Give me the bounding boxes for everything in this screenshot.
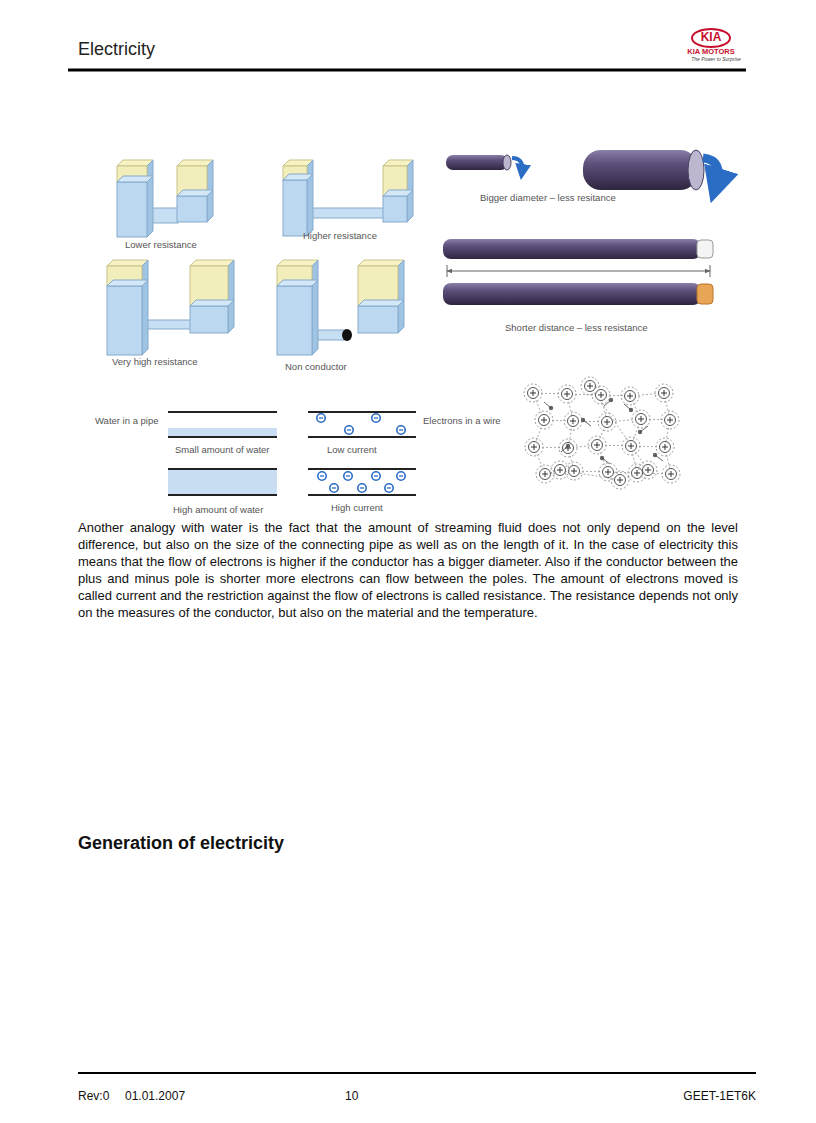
section-heading: Generation of electricity: [78, 833, 284, 854]
figure-label: Non conductor: [285, 362, 347, 373]
figure-label: High current: [331, 503, 383, 514]
figure-label: Lower resistance: [125, 240, 197, 251]
electrons: [317, 414, 405, 492]
body-paragraph: Another analogy with water is the fact t…: [78, 519, 738, 621]
footer-rule: [78, 1072, 756, 1074]
water-tanks: [107, 160, 413, 355]
footer-text: Rev:0: [78, 1090, 109, 1104]
logo-text: KIA MOTORS: [687, 48, 735, 57]
long-wires: [443, 239, 713, 305]
water-pipe-full: [168, 469, 277, 495]
tank: [107, 260, 148, 355]
footer-text: 01.01.2007: [125, 1090, 185, 1104]
electron-wire-high: [308, 469, 416, 495]
tank: [177, 160, 213, 222]
footer-text: 10: [345, 1090, 358, 1104]
tank: [190, 260, 234, 333]
logo-text: The Power to Surprise: [691, 57, 741, 63]
footer-text: GEET-1ET6K: [683, 1090, 756, 1104]
figure-label: Shorter distance – less resistance: [505, 323, 648, 334]
thin-wire: [446, 155, 522, 172]
figure-label: Low current: [327, 445, 377, 456]
figure-label: Small amount of water: [175, 445, 270, 456]
pipe-plug: [342, 329, 352, 341]
figure-label: Electrons in a wire: [423, 416, 501, 427]
electron-wire-low: [308, 412, 416, 437]
tank: [383, 160, 413, 222]
logo-oval: [692, 29, 730, 47]
metal-lattice: [524, 377, 680, 489]
thick-wire: [583, 150, 718, 190]
tank: [283, 160, 313, 236]
logo-text: KIA: [701, 31, 722, 45]
figure-label: Water in a pipe: [95, 416, 159, 427]
water-pipe-small: [168, 412, 277, 437]
header-rule: [68, 69, 746, 72]
tank: [117, 160, 153, 237]
tank: [358, 260, 404, 333]
page-header: Electricity: [78, 39, 155, 60]
tank: [277, 260, 318, 355]
figure-label: Higher resistance: [303, 231, 377, 242]
figure-label: High amount of water: [173, 505, 263, 516]
connecting-pipe: [306, 208, 384, 218]
figure-label: Bigger diameter – less resitance: [480, 193, 616, 204]
figure-label: Very high resistance: [112, 357, 198, 368]
